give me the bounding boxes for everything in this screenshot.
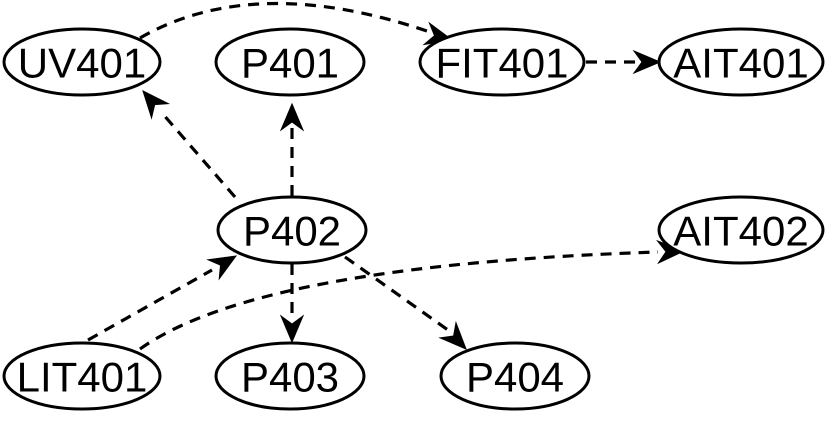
- node-ellipse: [214, 341, 366, 411]
- node-ait402: AIT402: [657, 195, 825, 265]
- node-label: P404: [466, 354, 564, 401]
- node-uv401: UV401: [2, 27, 162, 97]
- node-ait401: AIT401: [657, 27, 825, 97]
- edge-p402-to-p404: [344, 255, 467, 350]
- edge-lit401-to-ait402: [139, 239, 686, 351]
- edges-layer: [87, 1, 686, 351]
- node-ellipse: [657, 27, 825, 97]
- edge-line: [344, 255, 449, 332]
- arrowhead-icon: [279, 102, 305, 132]
- node-ellipse: [657, 195, 825, 265]
- node-fit401: FIT401: [418, 27, 586, 97]
- node-p402: P402: [216, 195, 368, 265]
- node-label: P403: [241, 354, 339, 401]
- edge-p402-to-p403: [279, 264, 305, 344]
- edge-line: [139, 250, 659, 351]
- node-ellipse: [2, 341, 162, 411]
- node-label: P402: [243, 208, 341, 255]
- edge-line: [160, 111, 237, 199]
- edge-p402-to-uv401: [142, 90, 237, 199]
- edge-line: [87, 268, 213, 342]
- node-p403: P403: [214, 341, 366, 411]
- node-ellipse: [216, 195, 368, 265]
- arrowhead-icon: [206, 255, 238, 281]
- node-ellipse: [214, 27, 366, 97]
- edge-fit401-to-ait401: [586, 49, 662, 75]
- node-ellipse: [418, 27, 586, 97]
- node-p404: P404: [439, 341, 591, 411]
- node-ellipse: [2, 27, 162, 97]
- arrowhead-icon: [632, 49, 662, 75]
- arrowhead-icon: [279, 314, 305, 344]
- node-label: P401: [241, 40, 339, 87]
- node-lit401: LIT401: [2, 341, 162, 411]
- node-p401: P401: [214, 27, 366, 97]
- arrowhead-icon: [142, 90, 171, 120]
- node-label: AIT402: [673, 208, 808, 255]
- node-label: AIT401: [673, 40, 808, 87]
- arrowhead-icon: [438, 320, 467, 350]
- node-label: UV401: [18, 40, 146, 87]
- edge-line: [139, 1, 453, 42]
- edge-p402-to-p401: [279, 102, 305, 196]
- node-label: FIT401: [435, 40, 568, 87]
- node-ellipse: [439, 341, 591, 411]
- edge-lit401-to-p402: [87, 255, 238, 342]
- node-label: LIT401: [17, 354, 148, 401]
